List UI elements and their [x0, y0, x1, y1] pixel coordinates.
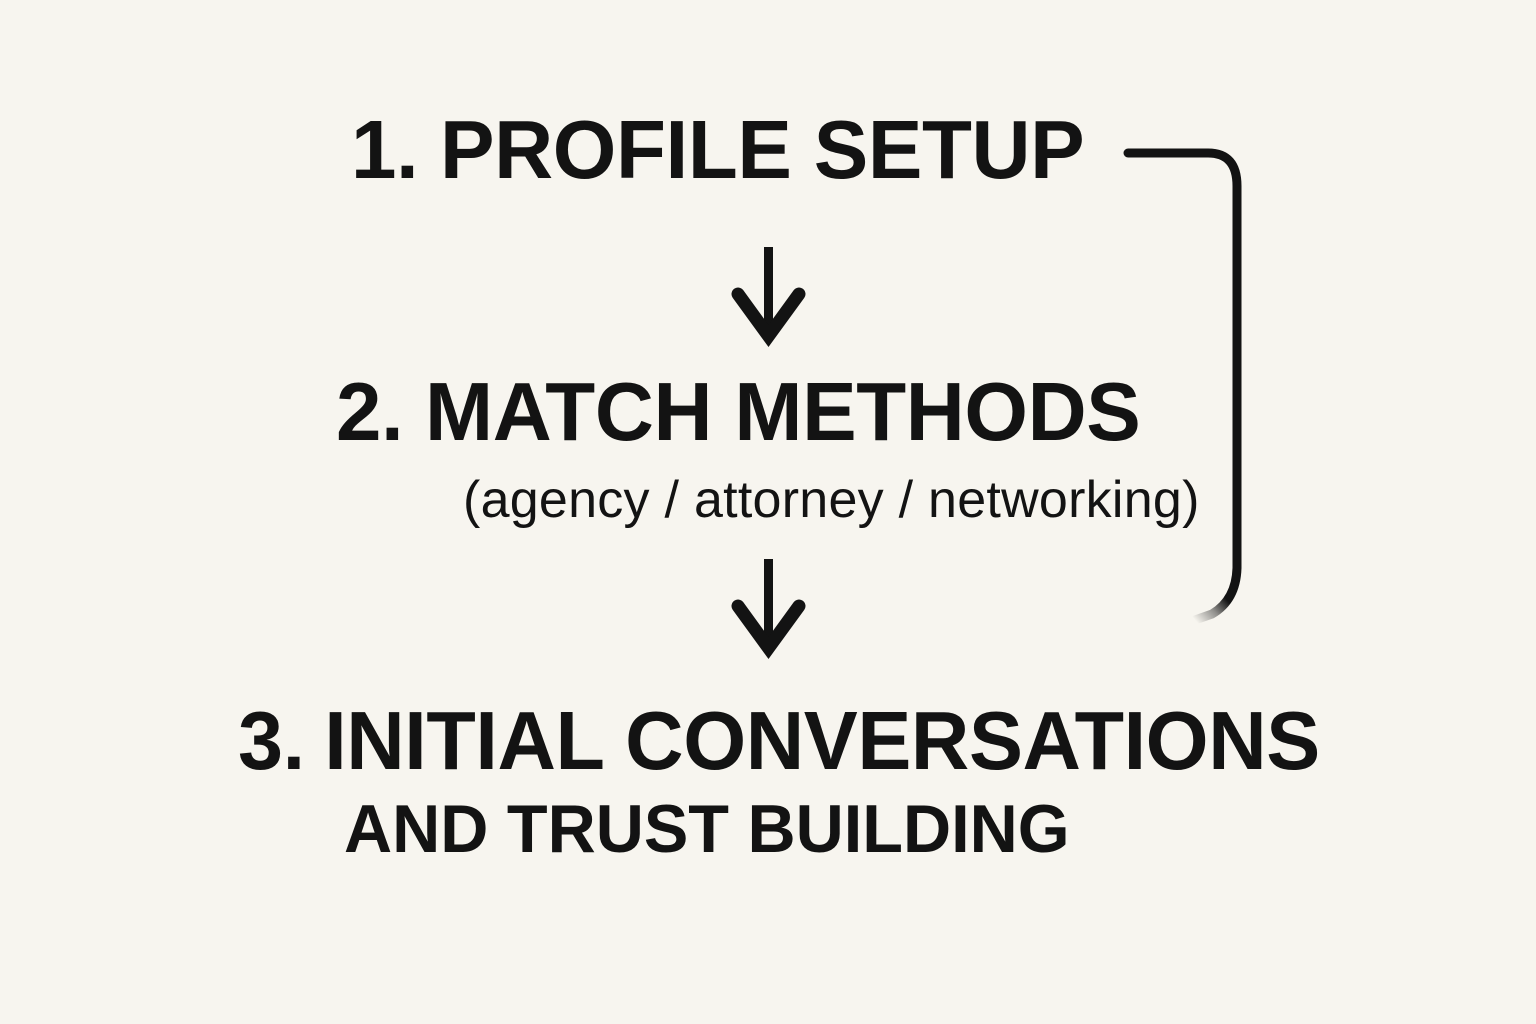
- step-2-title: MATCH METHODS: [425, 365, 1141, 458]
- step-1: 1.PROFILE SETUP: [351, 103, 1085, 196]
- step-2-subtitle: (agency / attorney / networking): [463, 471, 1200, 529]
- arrow-step1-to-step2-icon: [729, 245, 809, 349]
- step-2-number: 2.: [336, 365, 404, 458]
- step-3-title: INITIAL CONVERSATIONS: [324, 694, 1320, 787]
- step-3-number: 3.: [238, 694, 305, 787]
- step-1-number: 1.: [351, 103, 419, 196]
- step-3-second-line: AND TRUST BUILDING: [344, 791, 1070, 867]
- step-2: 2.MATCH METHODS: [336, 365, 1141, 458]
- arrow-step2-to-step3-icon: [729, 557, 809, 661]
- step-3: 3.INITIAL CONVERSATIONS: [238, 699, 1320, 782]
- step-1-title: PROFILE SETUP: [440, 103, 1085, 196]
